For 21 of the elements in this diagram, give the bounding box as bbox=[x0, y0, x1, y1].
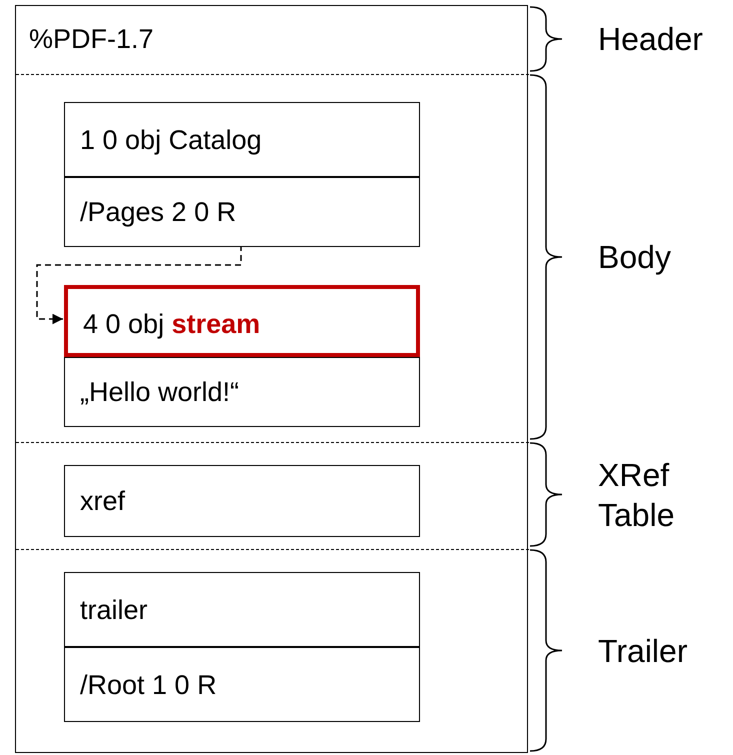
header-text: %PDF-1.7 bbox=[29, 26, 154, 53]
object-label: /Pages 2 0 R bbox=[80, 199, 236, 226]
object-box bbox=[64, 647, 420, 722]
object-label: 4 0 obj stream bbox=[83, 311, 260, 338]
section-label: Body bbox=[598, 238, 672, 277]
object-box bbox=[64, 177, 420, 247]
object-label: trailer bbox=[80, 596, 148, 624]
object-box bbox=[64, 357, 420, 427]
object-label: xref bbox=[80, 488, 126, 515]
section-label: Trailer bbox=[598, 632, 688, 670]
object-label: „Hello world!“ bbox=[80, 379, 240, 406]
object-box bbox=[64, 465, 420, 537]
arrow bbox=[36, 245, 242, 324]
highlighted-object-box bbox=[64, 285, 420, 357]
object-box bbox=[64, 572, 420, 647]
object-box bbox=[64, 102, 420, 177]
object-label: 1 0 obj Catalog bbox=[80, 126, 262, 154]
section-label: XRef Table bbox=[598, 456, 676, 534]
section-label: Header bbox=[598, 20, 704, 59]
file-outline bbox=[15, 5, 528, 753]
object-label: /Root 1 0 R bbox=[80, 672, 217, 698]
